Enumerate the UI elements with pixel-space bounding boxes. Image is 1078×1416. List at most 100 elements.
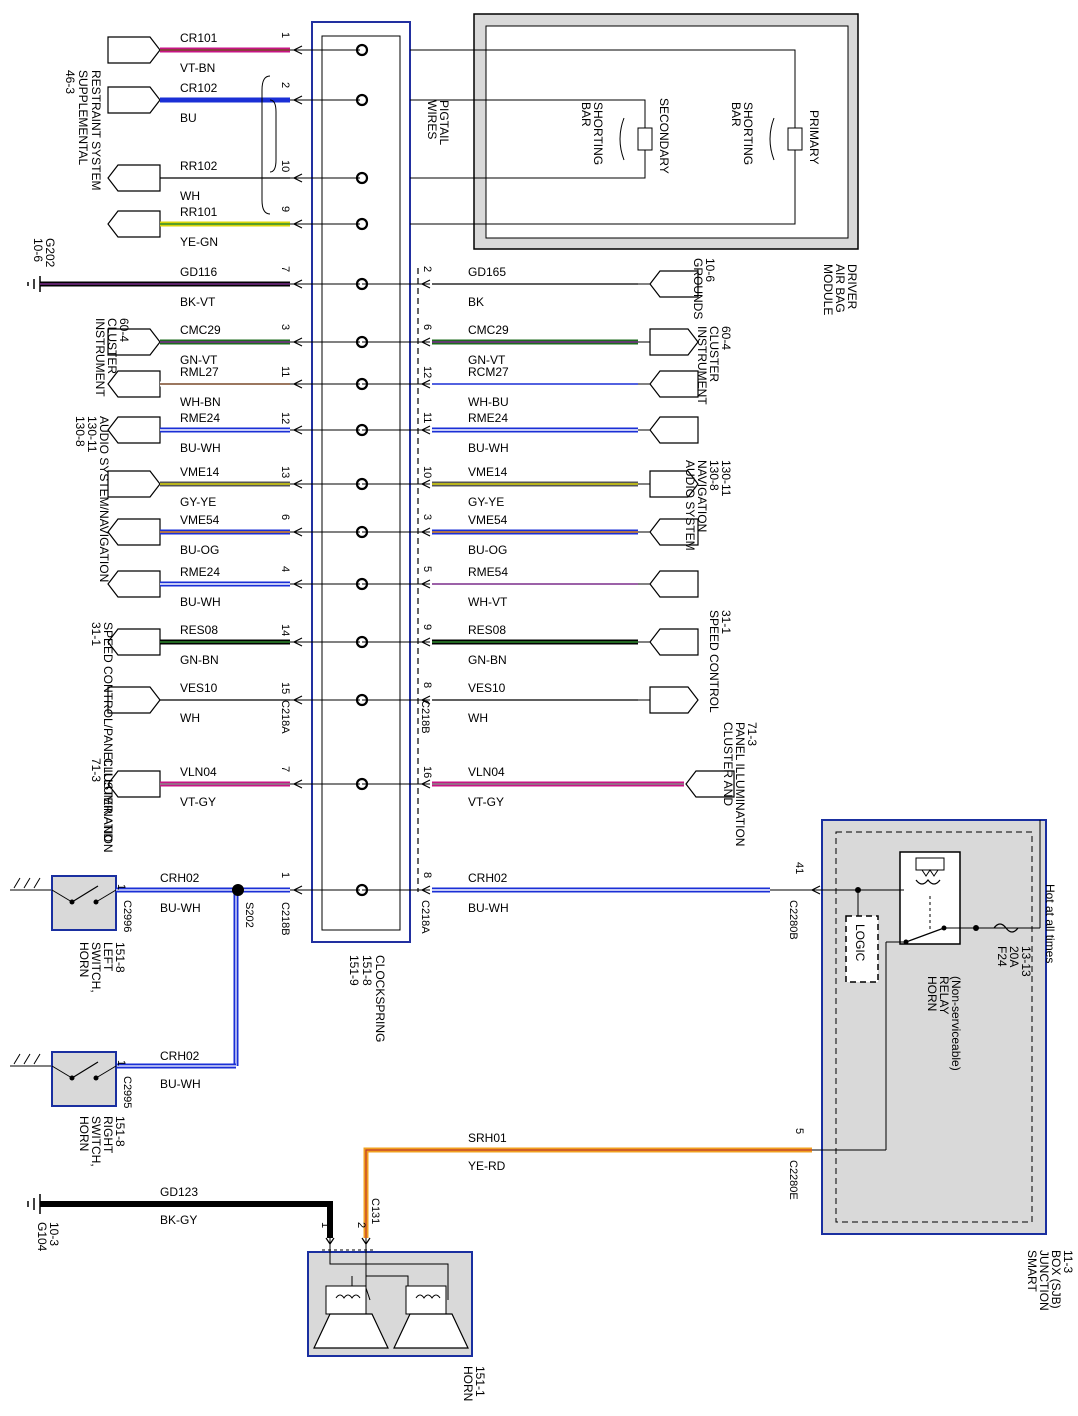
left-wire-color-0: VT-BN	[180, 61, 215, 75]
left-wire-pin-8: 13	[279, 466, 291, 478]
right-wire-color-4: GY-YE	[468, 495, 504, 509]
left-wire-pin-13: 7	[279, 766, 291, 772]
left-wire-pin-12: 15	[279, 682, 291, 694]
horn-switch-left-label-3: LEFT	[101, 942, 115, 972]
shorting-bar-label-2: BAR	[729, 102, 743, 127]
horn-switch-left-box	[51, 875, 117, 931]
right-wire-color-3: BU-WH	[468, 441, 509, 455]
right-wire-color-7: GN-BN	[468, 653, 507, 667]
smart-junction-box: LOGIC Hot at all times F24 20A 13-13 HOR…	[787, 819, 1075, 1311]
left-connector-10	[107, 570, 161, 598]
horn-switch-right-circuit: CRH02	[160, 1049, 200, 1063]
fuse-f24-label: F24 20A 13-13	[995, 946, 1033, 977]
group-grounds-label-2: 10-6	[703, 258, 717, 282]
horn-feed-color: YE-RD	[468, 1159, 506, 1173]
right-wire-color-8: WH	[468, 711, 488, 725]
fuse-f24-label-1: F24	[995, 946, 1009, 967]
group-cluster-right-label: CLUSTER AND PANEL ILLUMINATION 71-3	[721, 722, 759, 846]
ground-wire-circuit: GD123	[160, 1185, 198, 1199]
left-wire-circuit-3: RR101	[180, 205, 218, 219]
left-wire-circuit-8: VME14	[180, 465, 220, 479]
left-wire-pin-0: 1	[279, 32, 291, 38]
sjb-logic-box	[845, 915, 879, 983]
fuse-f24-label-3: 13-13	[1019, 946, 1033, 977]
horn: 1 2 HORN 151-1	[307, 1222, 487, 1401]
right-wire-pin-1: 6	[421, 324, 433, 330]
left-connector-6	[107, 370, 161, 398]
group-ic-right-label-1: INSTRUMENT	[695, 326, 709, 405]
right-connector-6	[649, 570, 699, 598]
horn-bell-left	[313, 1313, 389, 1349]
splice-s202: S202	[116, 884, 255, 1069]
right-connector-3	[649, 416, 699, 444]
clockspring-outer-box	[311, 21, 411, 943]
left-wire-color-12: WH	[180, 711, 200, 725]
horn-switch-right-color: BU-WH	[160, 1077, 201, 1091]
left-wire-circuit-0: CR101	[180, 31, 218, 45]
connector-c2280e-text: C2280E	[787, 1160, 799, 1200]
group-ic-left-label: INSTRUMENT CLUSTER 60-4	[93, 318, 131, 397]
right-wire-pin-0: 2	[421, 266, 433, 272]
horn-switch-left-label-1: HORN	[77, 942, 91, 977]
horn-feed-wire: SRH01 YE-RD C131	[363, 1131, 812, 1238]
right-wire-color-5: BU-OG	[468, 543, 507, 557]
group-cluster-left-label: CLUSTER AND 71-3	[89, 758, 115, 842]
group-cluster-right-label-3: 71-3	[745, 722, 759, 746]
connector-c2996-text: C2996	[121, 900, 133, 932]
left-wire-color-11: GN-BN	[180, 653, 219, 667]
horn-relay-label-2: RELAY	[937, 976, 951, 1014]
secondary-shorting-label: SHORTING BAR	[579, 102, 605, 165]
secondary-shorting-bar-resistor	[637, 127, 653, 151]
sjb-label-4: 11-3	[1061, 1250, 1075, 1273]
sjb-hot-label: Hot at all times	[1043, 884, 1057, 963]
right-wire-pin-8: 8	[421, 682, 433, 688]
horn-switch-right-label: HORN SWITCH, RIGHT 151-8	[77, 1116, 127, 1167]
connector-c218a-left: C218A	[279, 700, 291, 734]
group-g202-label-1: G202	[43, 238, 57, 268]
airbag-module-label-3: MODULE	[821, 264, 835, 315]
left-wire-circuit-12: VES10	[180, 681, 218, 695]
right-wire-color-2: WH-BU	[468, 395, 509, 409]
left-connector-12	[107, 686, 161, 714]
group-audio-right-label-4: 130-11	[719, 460, 733, 497]
secondary-label: SECONDARY	[657, 98, 671, 174]
left-wire-color-6: WH-BN	[180, 395, 221, 409]
group-audio-left-label-1: AUDIO SYSTEM/NAVIGATION	[97, 416, 111, 582]
horn-switch-right-pin: 1	[115, 1060, 127, 1066]
left-wire-pin-3: 9	[279, 206, 291, 212]
horn-pin-2: 2	[355, 1222, 367, 1228]
left-wire-circuit-1: CR102	[180, 81, 218, 95]
left-wire-circuit-13: VLN04	[180, 765, 217, 779]
sjb-pin-5: 5	[793, 1128, 805, 1134]
right-wire-color-6: WH-VT	[468, 595, 508, 609]
left-connector-3	[107, 210, 161, 238]
horn-switch-right-label-4: 151-8	[113, 1116, 127, 1147]
horn-label-1: HORN	[461, 1366, 475, 1401]
pigtail-label: PIGTAIL WIRES	[425, 100, 451, 145]
left-wire-pin-1: 2	[279, 82, 291, 88]
right-wire-circuit-10: CRH02	[468, 871, 508, 885]
group-grounds-label: GROUNDS 10-6	[691, 258, 717, 319]
group-speed-right-label-1: SPEED CONTROL	[707, 610, 721, 713]
s202-splice-dot	[232, 884, 244, 896]
right-wire-pin-2: 12	[421, 366, 433, 378]
right-wire-pin-5: 3	[421, 514, 433, 520]
left-wire-color-5: GN-VT	[180, 353, 218, 367]
left-wire-color-1: BU	[180, 111, 197, 125]
group-ic-left-label-1: INSTRUMENT	[93, 318, 107, 397]
ground-wire-color: BK-GY	[160, 1213, 197, 1227]
shorting-bar-label: SHORTING BAR	[729, 102, 755, 165]
horn-switch-right-label-2: SWITCH,	[89, 1116, 103, 1167]
